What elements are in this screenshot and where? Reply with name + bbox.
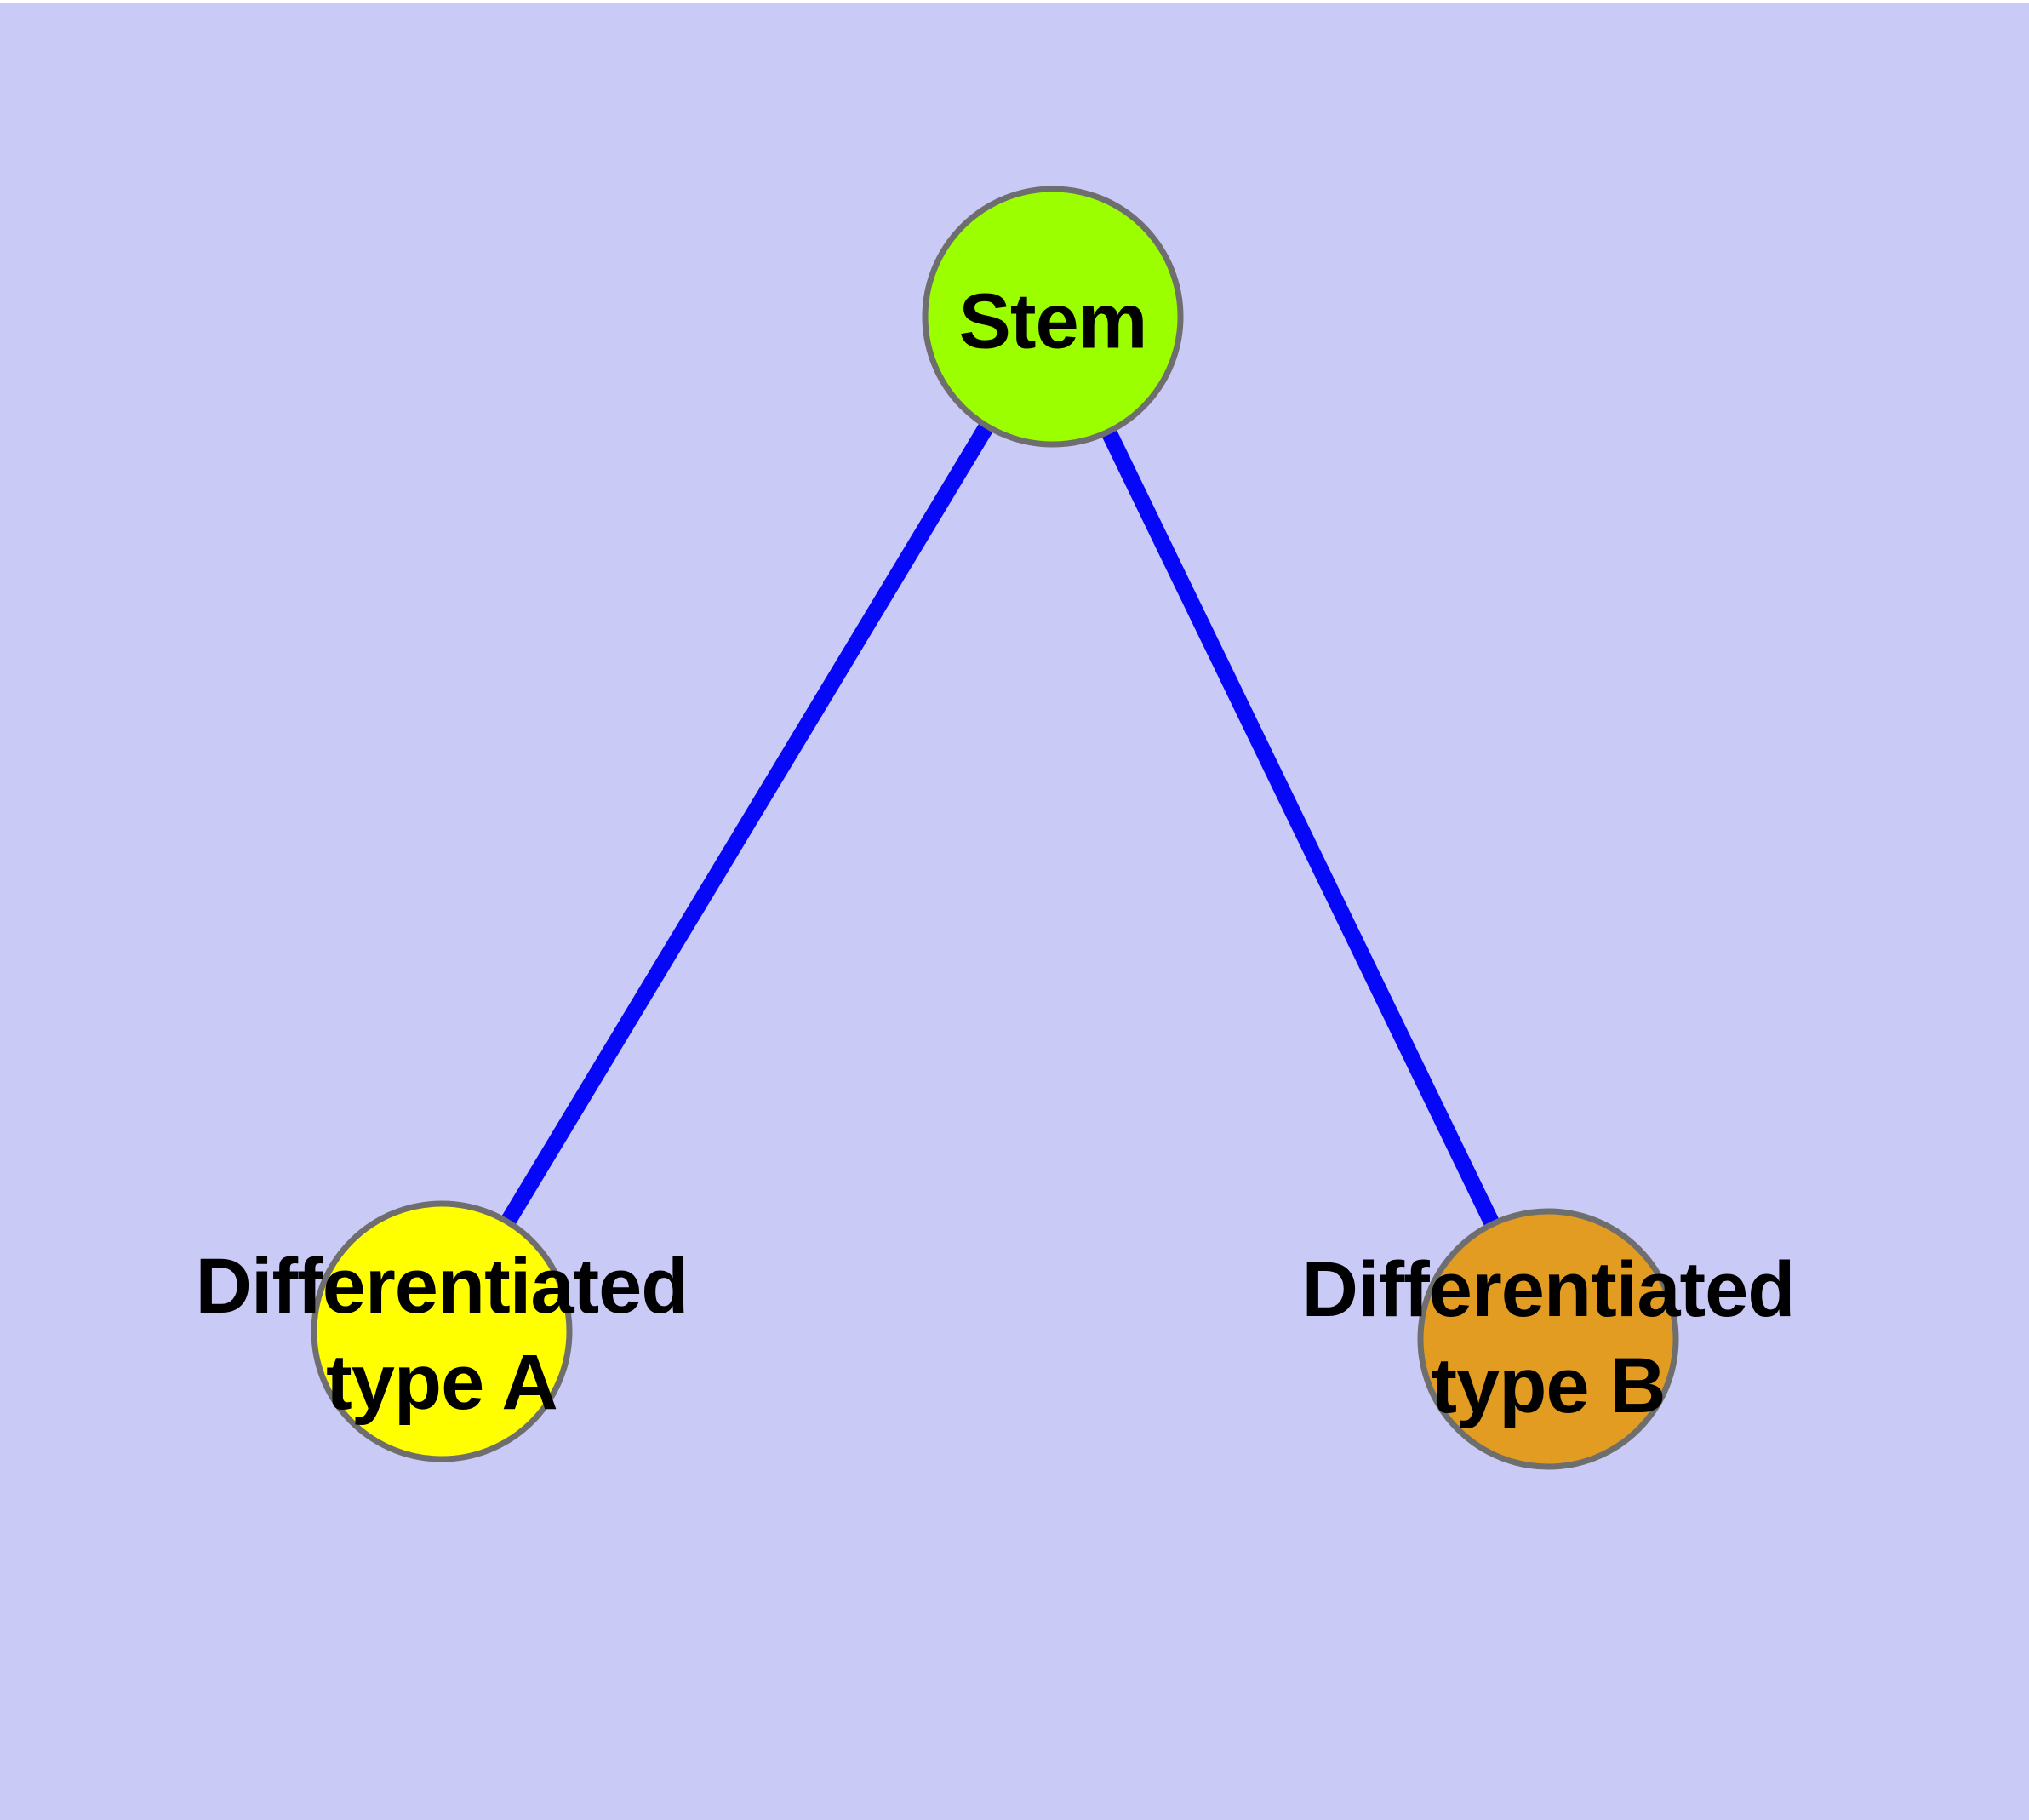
node-differentiated-type-b: [1417, 1208, 1679, 1470]
node-label-type-b-line2: type B: [1431, 1342, 1666, 1429]
node-label-type-a-line1: Differentiated: [195, 1243, 689, 1330]
edge-stem-to-type-b: [1045, 312, 1556, 1343]
node-stem: [922, 186, 1184, 448]
node-label-stem-line1: Stem: [958, 278, 1148, 365]
top-margin-strip: [0, 0, 2029, 3]
edge-stem-to-type-a: [434, 312, 1060, 1336]
node-label-type-a-line2: type A: [326, 1339, 558, 1426]
node-label-differentiated-type-b: Differentiated type B: [1301, 1242, 1796, 1434]
node-differentiated-type-a: [311, 1200, 573, 1462]
node-label-type-b-line1: Differentiated: [1301, 1246, 1796, 1333]
node-label-stem: Stem: [958, 274, 1148, 370]
node-label-differentiated-type-a: Differentiated type A: [196, 1239, 689, 1431]
